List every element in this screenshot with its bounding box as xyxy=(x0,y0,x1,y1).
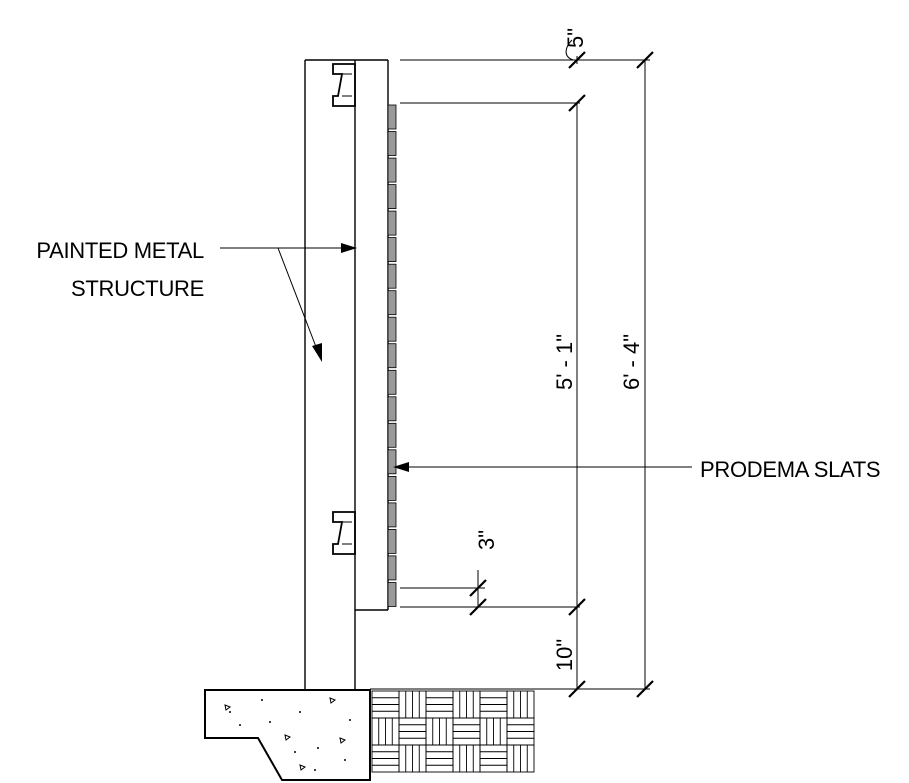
tick xyxy=(568,94,586,112)
aggregate-dot xyxy=(299,711,301,713)
slat xyxy=(387,369,397,395)
aggregate-mark xyxy=(329,697,337,704)
top-channel-bracket xyxy=(332,63,356,107)
arrowhead xyxy=(312,343,322,362)
aggregate-mark xyxy=(299,764,307,771)
tick xyxy=(568,680,586,698)
bottom-channel-bracket xyxy=(332,511,356,555)
aggregate-dot xyxy=(269,721,271,723)
label-painted-metal-line2: STRUCTURE xyxy=(71,276,204,301)
slat xyxy=(387,529,397,554)
tick xyxy=(636,680,654,698)
label-leaders xyxy=(220,243,692,472)
dim-bottom-gap: 3" xyxy=(474,530,499,550)
slat xyxy=(387,290,397,316)
prodema-slats xyxy=(387,104,397,607)
slat xyxy=(387,449,397,475)
arrowhead xyxy=(341,243,357,253)
aggregate-dot xyxy=(239,724,241,726)
slat xyxy=(387,157,397,183)
slat xyxy=(387,422,397,448)
tick xyxy=(568,51,586,69)
aggregate-mark xyxy=(224,704,232,711)
dim-top-offset: 5" xyxy=(563,28,588,48)
slat xyxy=(387,184,397,210)
tick xyxy=(568,598,586,616)
slat xyxy=(387,316,397,342)
dim-slat-height: 5' - 1" xyxy=(552,334,577,390)
aggregate-dot xyxy=(317,747,319,749)
slat xyxy=(387,582,397,607)
label-painted-metal-line1: PAINTED METAL xyxy=(36,238,204,263)
aggregate-dot xyxy=(261,699,263,701)
concrete-foundation xyxy=(204,689,371,781)
aggregate-mark xyxy=(339,737,347,744)
aggregate-dot xyxy=(349,719,351,721)
aggregate-dot xyxy=(294,751,296,753)
slat xyxy=(387,237,397,263)
aggregate-mark xyxy=(284,734,292,741)
slat xyxy=(387,210,397,236)
aggregate-dot xyxy=(314,769,316,771)
dim-base-height: 10" xyxy=(552,639,577,671)
tick xyxy=(636,51,654,69)
slat xyxy=(387,263,397,289)
aggregate-dot xyxy=(344,759,346,761)
arrowhead xyxy=(393,462,409,472)
slat xyxy=(387,343,397,369)
dimension-lines xyxy=(370,39,654,698)
slat xyxy=(387,555,397,581)
slat xyxy=(387,475,397,501)
dim-overall-height: 6' - 4" xyxy=(619,334,644,390)
slat xyxy=(387,131,397,156)
slat xyxy=(387,502,397,528)
metal-structure xyxy=(304,59,389,690)
paver-pattern xyxy=(371,690,535,773)
slat xyxy=(387,396,397,422)
label-prodema-slats: PRODEMA SLATS xyxy=(700,457,880,482)
slat xyxy=(387,104,397,130)
tick xyxy=(469,579,487,597)
aggregate-dot xyxy=(229,711,231,713)
tick xyxy=(469,598,487,616)
